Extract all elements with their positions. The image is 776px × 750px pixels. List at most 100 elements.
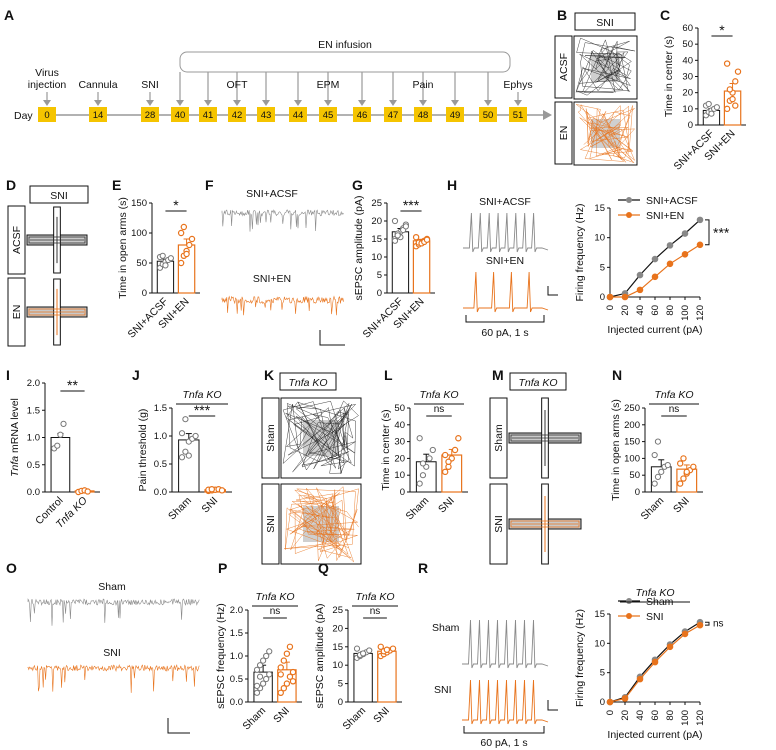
data-point — [57, 431, 64, 438]
data-point — [159, 252, 166, 259]
y-tick-label: 0.0 — [230, 697, 243, 708]
legend-label: SNI — [646, 611, 664, 623]
data-point — [54, 442, 61, 449]
y-tick-label: 20 — [371, 216, 382, 227]
panel-letter-r: R — [418, 560, 428, 576]
y-tick-label: 100 — [131, 228, 147, 239]
timeline-day-number: 44 — [293, 110, 304, 121]
series-point — [666, 242, 674, 249]
timeline-day-number: 42 — [232, 110, 243, 121]
panel-b-en-label: EN — [558, 126, 570, 141]
data-point — [445, 463, 452, 470]
timeline-arrow-head — [419, 100, 427, 106]
data-point — [218, 487, 226, 494]
x-tick-label: 20 — [620, 305, 631, 316]
timeline-day-number: 14 — [93, 110, 104, 121]
significance-label: ** — [67, 377, 78, 393]
x-tick-label: 80 — [665, 305, 676, 316]
y-tick-label: 200 — [624, 420, 640, 431]
timeline-day-box — [228, 107, 246, 122]
timeline-day-number: 43 — [261, 110, 272, 121]
y-tick-label: 5 — [338, 679, 343, 690]
data-point — [289, 678, 297, 685]
spike-train-path — [463, 271, 549, 313]
category-label: SNI — [671, 495, 692, 516]
panel-k-header: Tnfa KO — [288, 377, 327, 389]
data-point — [353, 645, 361, 652]
series-point — [651, 658, 659, 666]
y-axis-label: sEPSC amplitude (pA) — [353, 195, 365, 300]
timeline-day-box — [414, 107, 432, 122]
timeline-arrow-head — [43, 100, 51, 106]
data-point — [253, 682, 261, 690]
oft-track-sni — [284, 486, 359, 563]
series-point — [696, 621, 704, 629]
spike-train-acsf — [463, 212, 549, 253]
category-label: Sham — [240, 704, 268, 732]
legend-marker — [626, 598, 632, 604]
timeline-day-box — [384, 107, 402, 122]
timeline-arrow-head — [514, 100, 522, 106]
panel-b-acsf-label: ACSF — [558, 53, 570, 81]
oft-track-path — [282, 400, 359, 474]
sepsc-trace-en — [221, 295, 344, 316]
y-tick-label: 40 — [682, 55, 693, 66]
panel-letter-k: K — [264, 367, 274, 383]
data-point — [389, 645, 397, 652]
data-point — [680, 475, 687, 482]
panel-letter-p: P — [218, 560, 227, 576]
data-point — [260, 680, 267, 687]
data-point — [729, 95, 736, 103]
y-axis-label: Time in open arms (s) — [117, 197, 129, 299]
y-tick-label: 1.5 — [154, 403, 167, 414]
spike-train-sni — [462, 679, 549, 725]
y-tick-label: 10 — [682, 104, 693, 115]
significance-label: *** — [403, 197, 420, 213]
data-point — [180, 223, 188, 231]
panel-letter-e: E — [112, 177, 121, 193]
panel-b-header-box — [574, 12, 636, 31]
series-point — [681, 630, 689, 638]
epm-maze-en — [26, 278, 88, 346]
y-tick-label: 30 — [682, 72, 693, 83]
data-point — [416, 435, 423, 442]
data-point — [680, 455, 687, 462]
panel-letter-l: L — [384, 367, 393, 383]
sepsc-trace-sham — [27, 598, 200, 626]
y-tick-label: 0.5 — [154, 459, 167, 470]
y-tick-label: 60 — [682, 23, 693, 34]
category-label: SNI — [271, 705, 292, 726]
timeline-arrow-head — [146, 100, 154, 106]
y-tick-label: 150 — [131, 198, 147, 209]
y-tick-label: 1.5 — [27, 405, 40, 416]
timeline-day-box — [89, 107, 107, 122]
timeline-day-box — [509, 107, 527, 122]
series-point — [696, 241, 704, 249]
y-tick-label: 0.5 — [27, 460, 40, 471]
y-tick-label: 0 — [338, 697, 343, 708]
timeline-event-label: Virus — [35, 67, 59, 79]
y-tick-label: 25 — [371, 198, 382, 209]
data-point — [664, 462, 671, 469]
data-point — [188, 235, 196, 243]
timeline-day-number: 51 — [513, 110, 524, 121]
y-tick-label: 5 — [377, 270, 382, 281]
data-point — [277, 664, 284, 671]
panel-m-sni-label: SNI — [493, 515, 505, 533]
panel-k-header-box — [279, 372, 337, 391]
y-tick-label: 0 — [635, 487, 640, 498]
data-point — [277, 671, 284, 678]
y-tick-label: 50 — [682, 39, 693, 50]
oft-track-path — [575, 37, 635, 96]
timeline-arrow-head — [389, 100, 397, 106]
series-point — [636, 675, 644, 683]
panel-d-en-side-box — [7, 277, 26, 347]
x-tick-label: 60 — [650, 710, 661, 721]
panel-d-acsf-side-box — [7, 205, 26, 275]
y-axis-label: Firing frequency (Hz) — [574, 203, 586, 301]
data-point — [402, 223, 409, 230]
trace-h-label-en: SNI+EN — [486, 255, 524, 267]
